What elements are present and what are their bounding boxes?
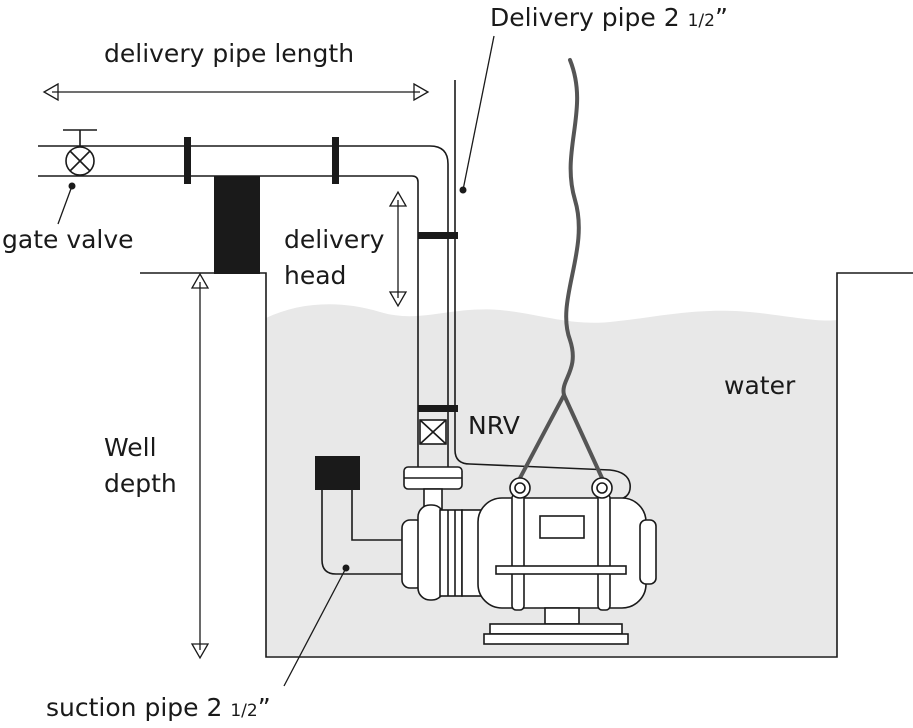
label-delivery-pipe: Delivery pipe 2 1/2”: [490, 3, 728, 32]
guide-line: [454, 80, 631, 501]
leader-delivery-pipe: [459, 35, 495, 194]
lifting-cable: [561, 58, 581, 397]
label-delivery-pipe-length: delivery pipe length: [104, 39, 354, 68]
label-well-depth-line2: depth: [104, 469, 177, 498]
motor: [461, 477, 657, 645]
label-gate-valve: gate valve: [2, 225, 134, 254]
gate-valve-icon: [63, 129, 97, 176]
delivery-head-dimension: [388, 190, 408, 308]
label-nrv: NRV: [468, 411, 520, 440]
leader-suction-pipe: [283, 564, 350, 687]
label-delivery-head-line2: head: [284, 261, 346, 290]
label-suction-pipe: suction pipe 2 1/2”: [46, 693, 271, 722]
well-depth-dimension: [190, 272, 210, 660]
support-column: [214, 176, 260, 274]
suction-pipe: [315, 456, 404, 575]
nrv-valve-icon: [419, 419, 447, 445]
label-well-depth-line1: Well: [104, 433, 157, 462]
label-delivery-head-line1: delivery: [284, 225, 385, 254]
label-water: water: [724, 371, 796, 400]
delivery-pipe-length-dimension: [42, 82, 430, 102]
leader-gate-valve: [57, 182, 76, 225]
pump-casing: [401, 504, 463, 601]
delivery-pipe: [38, 137, 458, 468]
